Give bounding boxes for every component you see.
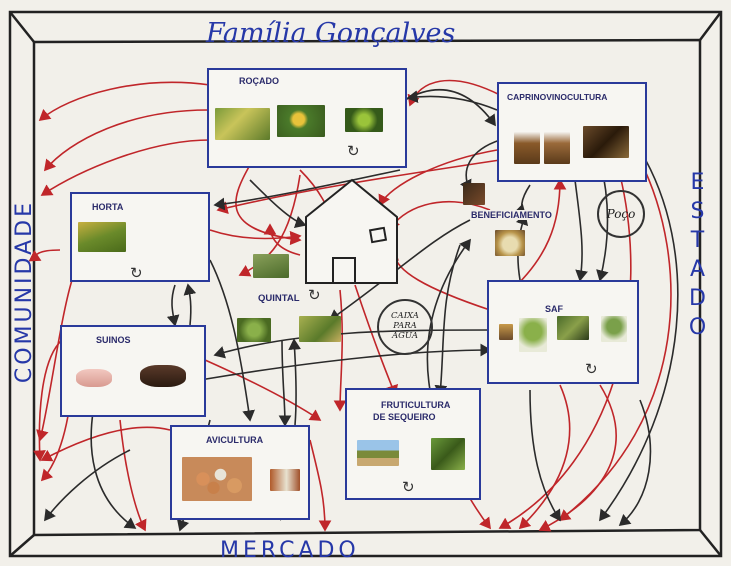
agroforest-photo [557, 316, 589, 340]
plant-photo [345, 108, 383, 132]
cycle-icon: ↻ [402, 478, 415, 496]
avicultura-title: AVICULTURA [206, 435, 264, 445]
estado-label: ESTADO [685, 170, 710, 344]
goat-photo-2 [544, 132, 570, 164]
caixa-line-3: ÁGUA [392, 330, 418, 341]
rocado-title: ROÇADO [239, 76, 279, 86]
beneficiamento-photo-top [463, 183, 485, 205]
beneficiamento-title: BENEFICIAMENTO [471, 210, 552, 220]
family-title: Família Gonçalves [206, 18, 456, 49]
quintal-photo-top [253, 254, 289, 278]
comunidade-label: COMUNIDADE [12, 200, 37, 384]
quintal-plant-photo [237, 318, 271, 342]
tree-icon-photo [519, 318, 547, 352]
caprino-title: CAPRINOVINOCULTURA [507, 92, 608, 102]
left-border-label: COMUNIDADE [8, 200, 42, 470]
horta-title: HORTA [92, 202, 124, 212]
frame-border [8, 10, 723, 558]
caixa-agua: CAIXA PARA ÁGUA [377, 299, 433, 355]
caixa-line-2: PARA [393, 321, 417, 332]
quintal-title: QUINTAL [258, 293, 300, 304]
fruticultura-title-1: FRUTICULTURA [381, 400, 451, 410]
box-avicultura: AVICULTURA [170, 425, 310, 520]
seedling-photo [601, 316, 627, 342]
poco-well: Poço [597, 190, 645, 238]
mercado-label: MERCADO [220, 538, 360, 563]
fruit-tree-photo [431, 438, 465, 470]
pink-pig-photo [76, 369, 112, 387]
house-drawing [305, 178, 398, 284]
box-saf: SAF ↻ [487, 280, 639, 384]
box-fruticultura: FRUTICULTURA DE SEQUEIRO ↻ [345, 388, 481, 500]
caixa-line-1: CAIXA [391, 311, 419, 322]
box-horta: HORTA ↻ [70, 192, 210, 282]
cycle-icon: ↻ [347, 142, 360, 160]
cycle-icon: ↻ [585, 360, 598, 378]
goat-herd-photo [583, 126, 629, 158]
box-suinos: SUINOS [60, 325, 206, 417]
saf-title: SAF [545, 304, 563, 314]
chickens-photo [270, 469, 300, 491]
black-pig-photo [140, 365, 186, 387]
box-rocado: ROÇADO ↻ [207, 68, 407, 168]
quintal-herbs-photo [299, 316, 341, 342]
poco-label: Poço [606, 207, 636, 221]
goat-photo-1 [514, 132, 540, 164]
vegetable-garden-photo [78, 222, 126, 252]
box-caprinovinocultura: CAPRINOVINOCULTURA [497, 82, 647, 182]
eggs-photo [182, 457, 252, 501]
bird-photo [499, 324, 513, 340]
umbu-tree-photo [357, 440, 399, 466]
cornfield-photo [215, 108, 270, 140]
cycle-icon: ↻ [130, 264, 143, 282]
suinos-title: SUINOS [96, 335, 131, 345]
cheese-photo [495, 230, 525, 256]
fruticultura-title-2: DE SEQUEIRO [373, 412, 436, 422]
right-border-label: ESTADO [682, 170, 712, 349]
cycle-icon: ↻ [308, 286, 321, 304]
flower-photo [277, 105, 325, 137]
